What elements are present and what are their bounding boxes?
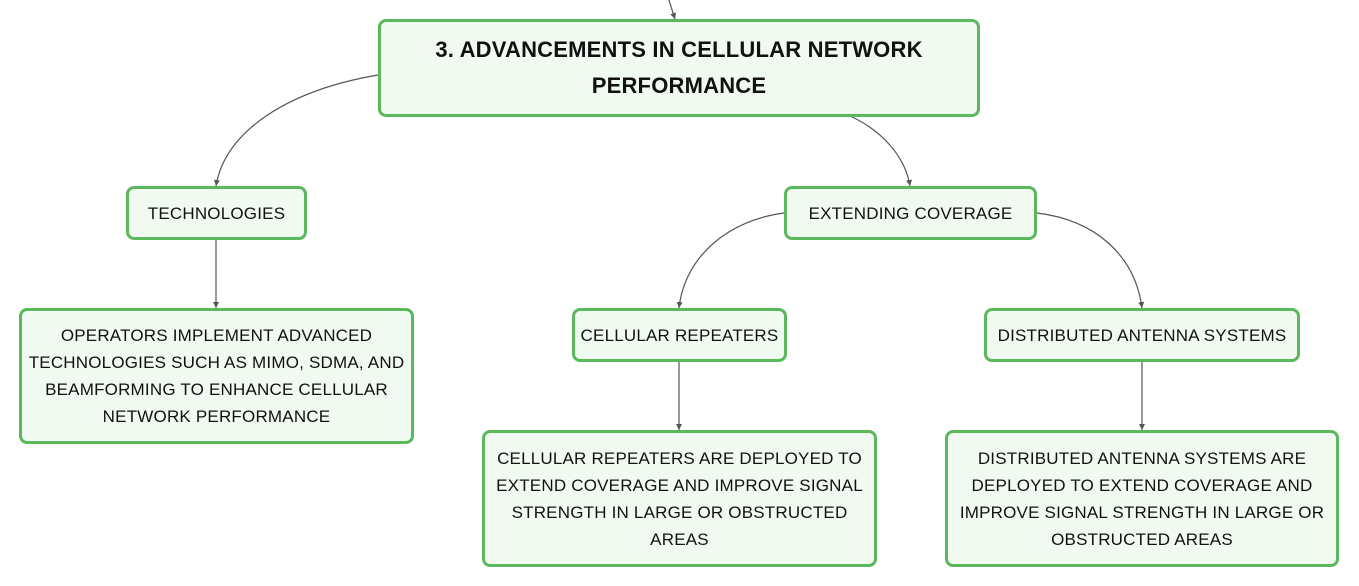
cellular-repeaters-label: CELLULAR REPEATERS	[580, 325, 779, 345]
connector-parent-to-root	[668, 0, 676, 20]
extending-coverage-node[interactable]: EXTENDING COVERAGE	[784, 186, 1037, 240]
cellular-repeaters-node[interactable]: CELLULAR REPEATERS	[572, 308, 787, 362]
extending-coverage-label: EXTENDING COVERAGE	[808, 203, 1013, 223]
repeaters-detail-node[interactable]: CELLULAR REPEATERS ARE DEPLOYED TO EXTEN…	[482, 430, 877, 567]
technologies-label: TECHNOLOGIES	[147, 203, 286, 223]
operators-detail-label: OPERATORS IMPLEMENT ADVANCED TECHNOLOGIE…	[28, 326, 405, 426]
connector-extending-to-das	[1036, 212, 1145, 309]
connector-extending-to-repeaters	[676, 212, 785, 309]
root-topic-label: 3. ADVANCEMENTS IN CELLULAR NETWORK PERF…	[435, 37, 923, 98]
distributed-antenna-systems-node[interactable]: DISTRIBUTED ANTENNA SYSTEMS	[984, 308, 1300, 362]
repeaters-detail-label: CELLULAR REPEATERS ARE DEPLOYED TO EXTEN…	[496, 448, 863, 549]
distributed-antenna-systems-label: DISTRIBUTED ANTENNA SYSTEMS	[997, 325, 1287, 345]
connector-root-to-technologies	[213, 74, 379, 187]
operators-detail-node[interactable]: OPERATORS IMPLEMENT ADVANCED TECHNOLOGIE…	[19, 308, 414, 444]
connector-root-to-extending-coverage	[851, 116, 913, 187]
technologies-node[interactable]: TECHNOLOGIES	[126, 186, 307, 240]
das-detail-label: DISTRIBUTED ANTENNA SYSTEMS ARE DEPLOYED…	[959, 448, 1325, 549]
das-detail-node[interactable]: DISTRIBUTED ANTENNA SYSTEMS ARE DEPLOYED…	[945, 430, 1339, 567]
root-topic-node[interactable]: 3. ADVANCEMENTS IN CELLULAR NETWORK PERF…	[378, 19, 980, 117]
